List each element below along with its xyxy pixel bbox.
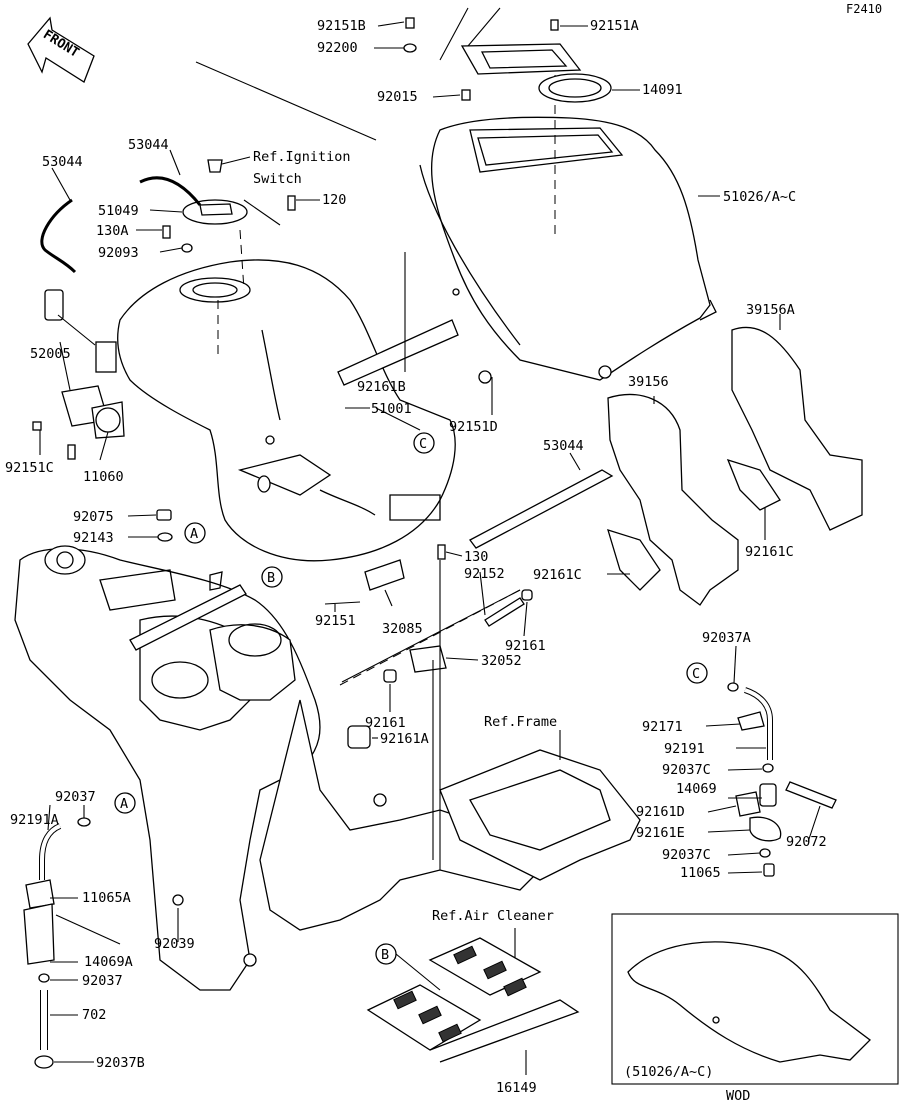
- label-ref-air-cleaner: Ref.Air Cleaner: [432, 908, 554, 924]
- label-92093: 92093: [98, 245, 139, 261]
- rubber-strip: [337, 319, 459, 386]
- label-ref-frame: Ref.Frame: [484, 714, 557, 730]
- label-92191A: 92191A: [10, 812, 59, 828]
- air-cleaner: [366, 928, 580, 1075]
- label-92072: 92072: [786, 834, 827, 850]
- fuel-cap: [162, 159, 296, 253]
- label-92152: 92152: [464, 566, 505, 582]
- fuel-tank: [117, 229, 456, 562]
- label-92037: 92037: [55, 789, 96, 805]
- label-92161B: 92161B: [357, 379, 406, 395]
- cover-39156A: [731, 326, 863, 531]
- hose-53044-top: [139, 176, 202, 206]
- label-92161C: 92161C: [533, 567, 582, 583]
- bushing-92075: [156, 509, 172, 521]
- tank-cover: [419, 60, 717, 381]
- label-39156A: 39156A: [746, 302, 795, 318]
- label-32052: 32052: [481, 653, 522, 669]
- label-92037C-top: 92037C: [662, 762, 711, 778]
- label-92161D: 92161D: [636, 804, 685, 820]
- label-92151B: 92151B: [317, 18, 366, 34]
- label-14069: 14069: [676, 781, 717, 797]
- label-92161-right: 92161: [505, 638, 546, 654]
- label-92171: 92171: [642, 719, 683, 735]
- label-92143: 92143: [73, 530, 114, 546]
- label-92037C-bottom: 92037C: [662, 847, 711, 863]
- label-92151A: 92151A: [590, 18, 639, 34]
- label-92161E: 92161E: [636, 825, 685, 841]
- strip-53044: [469, 469, 614, 549]
- label-14069A: 14069A: [84, 954, 133, 970]
- diagram-code: F2410: [846, 2, 882, 16]
- cover-39156: [607, 393, 739, 606]
- label-16149: 16149: [496, 1080, 537, 1096]
- marker-a-top: A: [184, 522, 206, 544]
- inset-caption: (51026/A~C): [624, 1064, 713, 1080]
- svg-text:B: B: [381, 947, 389, 963]
- damper-92161A: [347, 725, 371, 749]
- label-52005: 52005: [30, 346, 71, 362]
- label-92191: 92191: [664, 741, 705, 757]
- label-92075: 92075: [73, 509, 114, 525]
- label-92151C: 92151C: [5, 460, 54, 476]
- marker-b-top: B: [261, 566, 283, 588]
- hose-set-left: [23, 817, 184, 1069]
- svg-text:C: C: [692, 666, 700, 682]
- svg-text:A: A: [120, 796, 128, 812]
- label-39156: 39156: [628, 374, 669, 390]
- svg-text:A: A: [190, 526, 198, 542]
- label-92037B: 92037B: [96, 1055, 145, 1071]
- part-labels: 92151B 92200 92015 92151A 14091 53044 53…: [5, 18, 827, 1096]
- label-92151D: 92151D: [449, 419, 498, 435]
- main-frame: [14, 545, 641, 991]
- front-arrow-icon: FRONT: [27, 16, 95, 83]
- rod-92152: [484, 597, 525, 627]
- label-120: 120: [322, 192, 346, 208]
- bracket-32085: [364, 559, 405, 591]
- marker-c-right: C: [686, 662, 708, 684]
- inset-wod: (51026/A~C) WOD: [611, 913, 899, 1103]
- label-92037A: 92037A: [702, 630, 751, 646]
- label-51026: 51026/A~C: [723, 189, 796, 205]
- inset-title: WOD: [726, 1088, 750, 1103]
- label-130: 130: [464, 549, 488, 565]
- label-92037-low: 92037: [82, 973, 123, 989]
- hose-set-right: [727, 682, 837, 877]
- label-11065A: 11065A: [82, 890, 131, 906]
- marker-b-low: B: [375, 943, 397, 965]
- leader-lines: [39, 21, 821, 1063]
- svg-text:B: B: [267, 570, 275, 586]
- bracket-32052: [409, 645, 447, 673]
- label-51049: 51049: [98, 203, 139, 219]
- label-92161A: 92161A: [380, 731, 429, 747]
- hose-53044-left: [40, 198, 77, 274]
- svg-text:C: C: [419, 436, 427, 452]
- marker-c-top: C: [413, 432, 435, 454]
- marker-a-left: A: [114, 792, 136, 814]
- label-32085: 32085: [382, 621, 423, 637]
- label-53044-left: 53044: [42, 154, 83, 170]
- label-11060: 11060: [83, 469, 124, 485]
- label-ref-ignition-2: Switch: [253, 171, 302, 187]
- label-53044-mid: 53044: [543, 438, 584, 454]
- label-92161C-right: 92161C: [745, 544, 794, 560]
- fuel-pump: [32, 289, 125, 460]
- top-plate: [403, 7, 612, 103]
- label-11065: 11065: [680, 865, 721, 881]
- label-53044-top: 53044: [128, 137, 169, 153]
- label-92200: 92200: [317, 40, 358, 56]
- label-92161-left: 92161: [365, 715, 406, 731]
- label-14091: 14091: [642, 82, 683, 98]
- label-ref-ignition-1: Ref.Ignition: [253, 149, 351, 165]
- label-92039: 92039: [154, 936, 195, 952]
- label-92015: 92015: [377, 89, 418, 105]
- label-130A: 130A: [96, 223, 129, 239]
- label-51001: 51001: [371, 401, 412, 417]
- label-702: 702: [82, 1007, 106, 1023]
- bushing-92143: [157, 532, 173, 542]
- label-92151: 92151: [315, 613, 356, 629]
